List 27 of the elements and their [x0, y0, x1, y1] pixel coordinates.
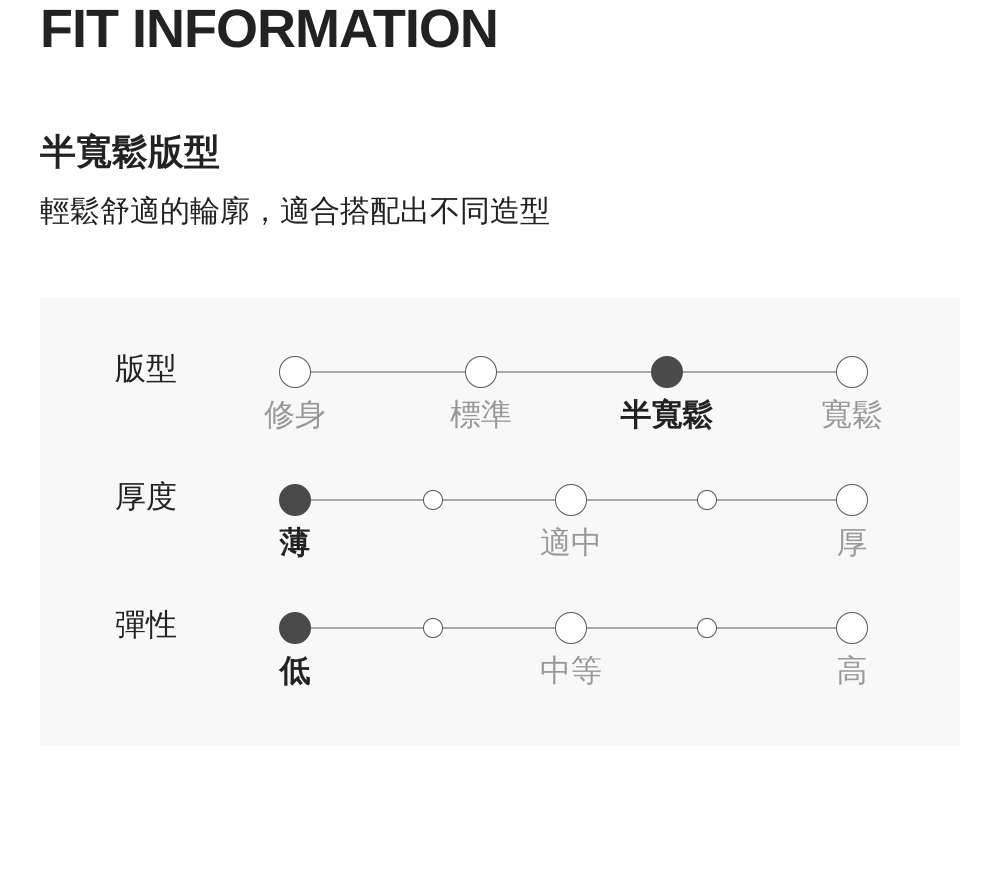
option-label: 半寬鬆: [620, 398, 714, 434]
subheading: 半寬鬆版型: [40, 132, 220, 174]
scale-line: [443, 499, 555, 501]
option-label: 厚: [836, 526, 868, 562]
option-label: 修身: [264, 398, 326, 434]
option-label: 薄: [280, 526, 310, 562]
option-label: 高: [836, 654, 868, 690]
scale-line: [587, 627, 697, 629]
scale-line: [717, 627, 836, 629]
option-label: 中等: [540, 654, 602, 690]
scale-line: [311, 499, 423, 501]
scale-line: [443, 627, 555, 629]
option-label: 適中: [540, 526, 602, 562]
row-label: 彈性: [115, 608, 177, 644]
scale-line: [311, 371, 465, 373]
option-label: 標準: [450, 398, 512, 434]
scale-line: [497, 371, 651, 373]
title: FIT INFORMATION: [40, 0, 498, 60]
scale-line: [587, 499, 697, 501]
row-label: 厚度: [115, 480, 177, 516]
option-label: 寬鬆: [821, 398, 883, 434]
row-label: 版型: [115, 352, 177, 388]
option-label: 低: [280, 654, 310, 690]
scale-line: [717, 499, 836, 501]
scale-line: [311, 627, 423, 629]
description: 輕鬆舒適的輪廓，適合搭配出不同造型: [40, 195, 550, 230]
scale-line: [683, 371, 836, 373]
